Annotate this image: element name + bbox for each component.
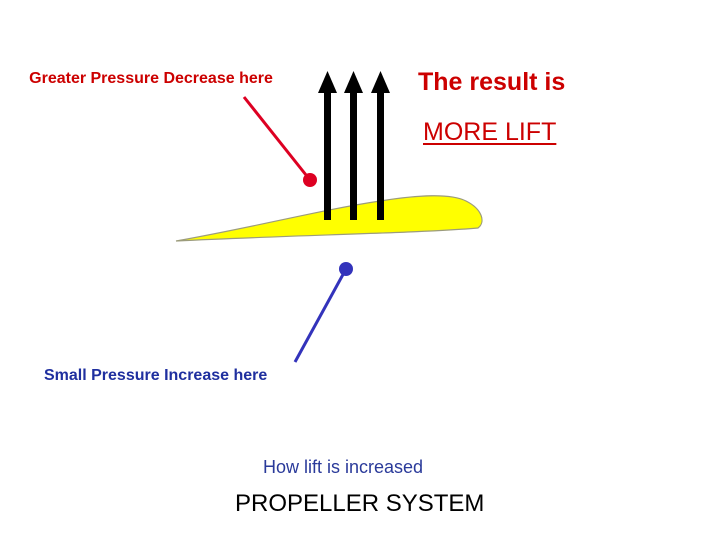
pressure-decrease-pointer-line — [244, 97, 310, 180]
lift-arrow — [371, 71, 390, 220]
pressure-decrease-label: Greater Pressure Decrease here — [20, 68, 282, 89]
pressure-increase-pointer-line — [295, 269, 346, 362]
caption-label: How lift is increased — [263, 457, 423, 478]
pressure-increase-label: Small Pressure Increase here — [44, 367, 267, 385]
result-label: The result is — [418, 68, 565, 97]
pressure-decrease-marker — [303, 173, 317, 187]
lift-arrow — [318, 71, 337, 220]
more-lift-label: MORE LIFT — [423, 118, 556, 147]
lift-arrow — [344, 71, 363, 220]
system-title: PROPELLER SYSTEM — [235, 490, 484, 518]
pressure-increase-marker — [339, 262, 353, 276]
